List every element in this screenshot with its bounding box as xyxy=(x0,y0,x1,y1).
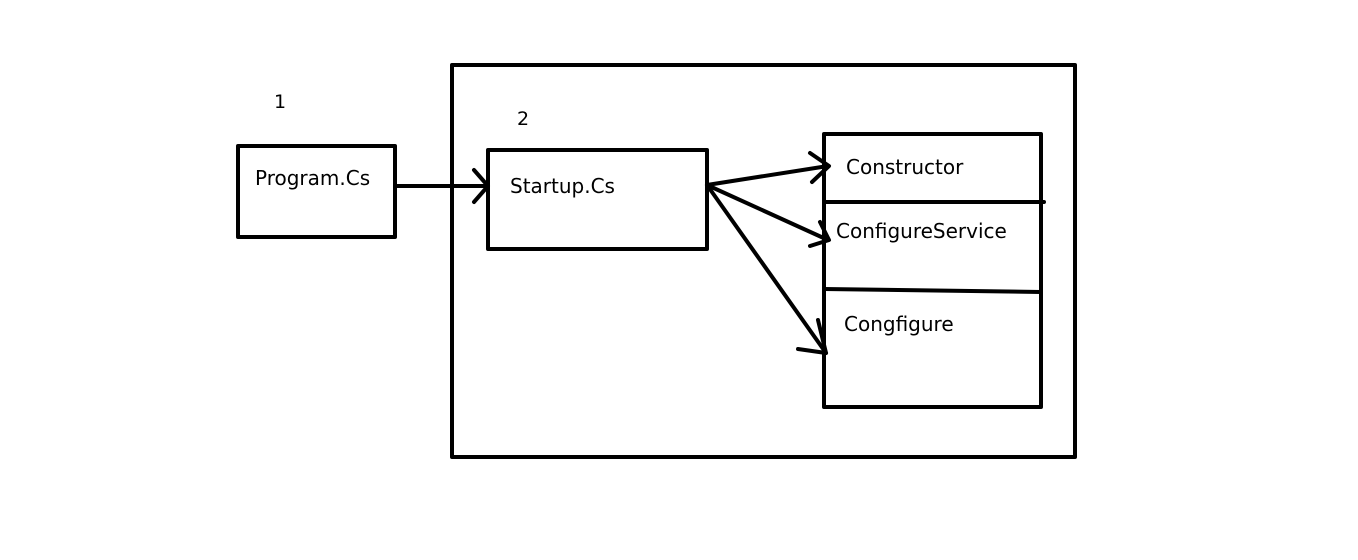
arrow-to-configureservice xyxy=(705,183,830,242)
arrow-to-constructor xyxy=(705,164,830,187)
arrow-to-constructor-head xyxy=(808,151,831,184)
method-configure-label: Congfigure xyxy=(844,312,954,336)
arrow-to-configure-head xyxy=(796,318,828,355)
startup-cs-box xyxy=(486,148,709,251)
startup-container-box xyxy=(450,63,1077,459)
program-cs-box xyxy=(236,144,397,239)
method-constructor-label: Constructor xyxy=(846,155,964,179)
arrow-to-configure xyxy=(705,183,828,355)
startup-cs-label: Startup.Cs xyxy=(510,174,615,198)
program-cs-label: Program.Cs xyxy=(255,166,370,190)
step-1-number: 1 xyxy=(274,91,286,113)
methods-box xyxy=(822,132,1043,409)
method-configureservice-label: ConfigureService xyxy=(836,219,1007,243)
step-2-number: 2 xyxy=(517,108,529,130)
arrow-to-configureservice-head xyxy=(808,220,831,248)
methods-divider-2 xyxy=(822,287,1043,294)
